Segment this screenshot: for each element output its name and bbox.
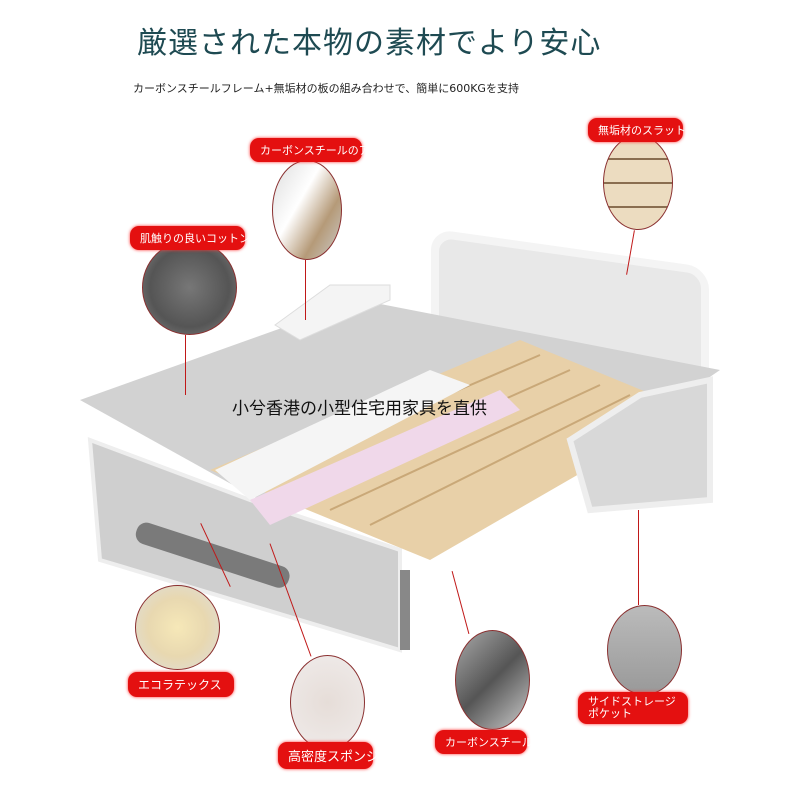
- cotton-label: 肌触りの良いコットンリネ: [130, 226, 272, 250]
- slat-detail-image: [603, 135, 673, 230]
- slat-label: 無垢材のスラットフレーム: [588, 118, 730, 142]
- overlay-text: 小兮香港の小型住宅用家具を直供: [232, 399, 487, 419]
- pocket-label: サイドストレージポケット: [578, 692, 688, 724]
- subtitle: カーボンスチールフレーム+無垢材の板の組み合わせで、簡単に600KGを支持: [133, 82, 519, 95]
- page-title: 厳選された本物の素材でより安心: [137, 26, 602, 61]
- sponge-detail-image: [290, 655, 365, 750]
- frame-label: カーボンスチールフレーム: [435, 730, 576, 754]
- sponge-label: 高密度スポンジ: [278, 742, 379, 769]
- pocket-pointer: [638, 510, 639, 605]
- frame-detail-image: [455, 630, 530, 730]
- latex-label: エコラテックス: [128, 672, 234, 697]
- armrest-detail-image: [272, 160, 342, 260]
- armrest-label: カーボンスチールのアームレスト: [250, 138, 424, 162]
- latex-detail-image: [135, 585, 220, 670]
- cotton-pointer: [185, 335, 186, 395]
- cotton-detail-image: [142, 240, 237, 335]
- pocket-detail-image: [607, 605, 682, 695]
- armrest-pointer: [305, 260, 306, 320]
